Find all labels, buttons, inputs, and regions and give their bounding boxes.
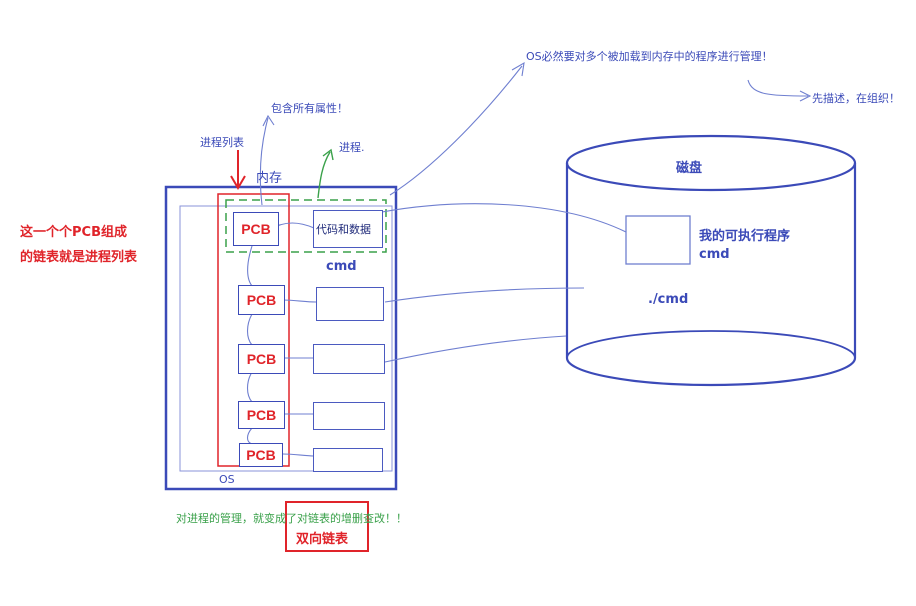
code-and-data-label: 代码和数据 [316,223,371,236]
cmd-label: cmd [326,259,357,274]
dot-cmd-label: ./cmd [648,292,689,307]
memory-label: 内存 [256,171,283,186]
doubly-linked-list-label: 双向链表 [296,532,349,547]
os-must-manage-label: OS必然要对多个被加载到内存中的程序进行管理！ [526,50,773,63]
pcb-node-4: PCB [238,401,285,429]
pcb-list-note-line1: 这一个个PCB组成 [20,225,127,240]
process-list-label: 进程列表 [200,136,244,149]
disk-label: 磁盘 [676,161,703,176]
disk-cmd-label: cmd [699,247,730,262]
red-arrow [230,150,246,190]
memory-block-3 [313,344,385,374]
doubly-linked-list-box [285,501,369,552]
pcb-node-5: PCB [239,443,283,467]
describe-then-organize-label: 先描述，在组织！ [812,92,900,105]
pcb-node-2: PCB [238,285,285,315]
pcb-node-1: PCB [233,212,279,246]
executable-box [625,215,691,265]
process-label: 进程. [339,141,365,154]
memory-block-4 [313,402,385,430]
green-arrow [317,148,334,199]
pcb-node-3: PCB [238,344,285,374]
code-data-block [313,210,383,248]
pcb-list-note-line2: 的链表就是进程列表 [20,250,138,265]
my-executable-label: 我的可执行程序 [699,229,791,244]
all-attributes-label: 包含所有属性！ [271,102,348,115]
os-label: OS [219,473,235,486]
memory-block-2 [316,287,384,321]
disk-cylinder [565,134,857,387]
bottom-note: 对进程的管理，就变成了对链表的增删查改！！ [176,512,407,525]
os-inner-box [179,205,393,472]
os-box [164,185,398,491]
memory-block-5 [313,448,383,472]
process-dashed-box [225,199,387,253]
